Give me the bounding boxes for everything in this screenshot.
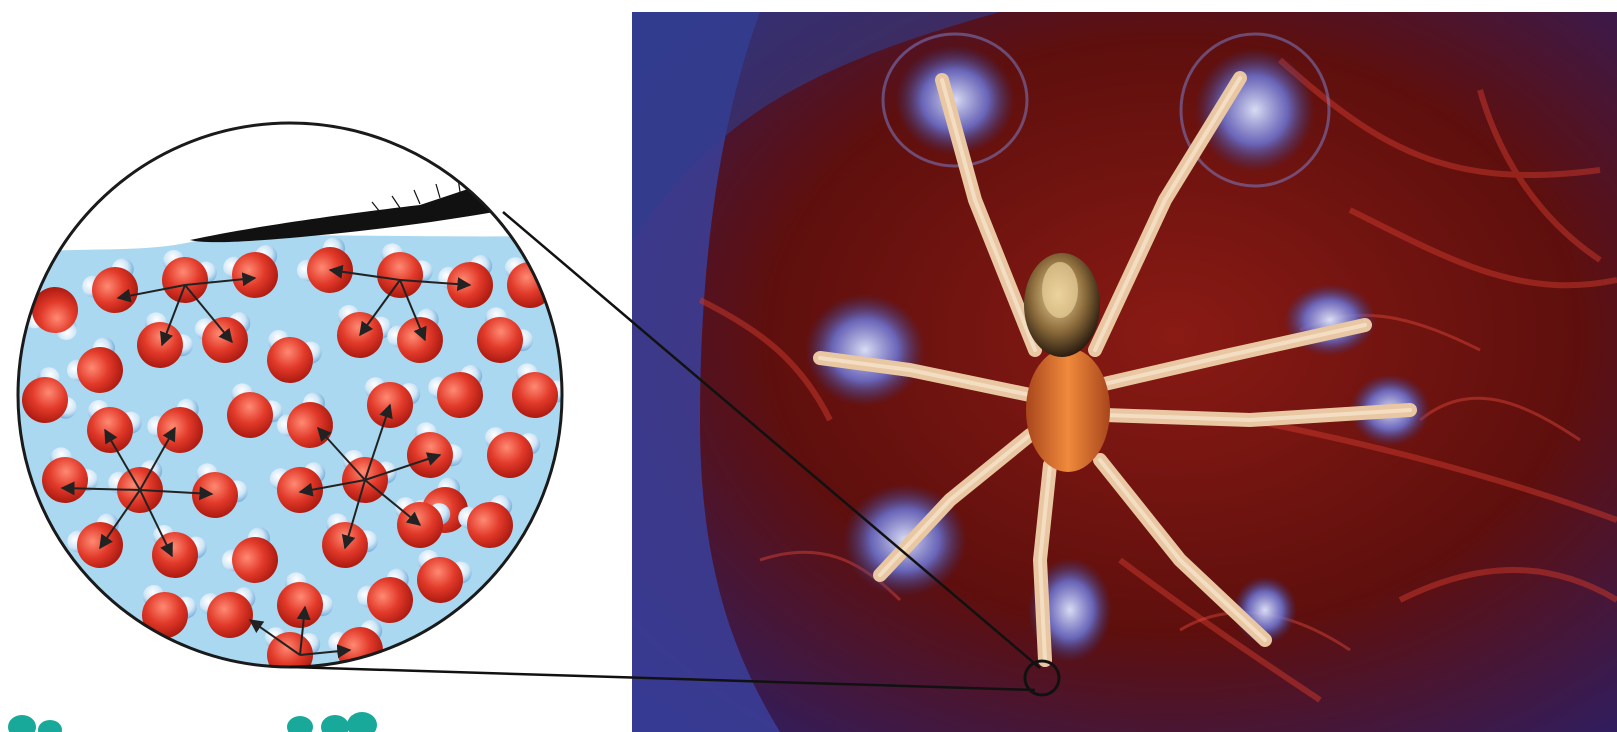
photo-background [632,12,1617,732]
molecule-inset [0,100,600,700]
spider-photo [632,12,1617,732]
cutoff-glyphs [8,712,377,732]
spider-cephalothorax [1026,348,1110,472]
